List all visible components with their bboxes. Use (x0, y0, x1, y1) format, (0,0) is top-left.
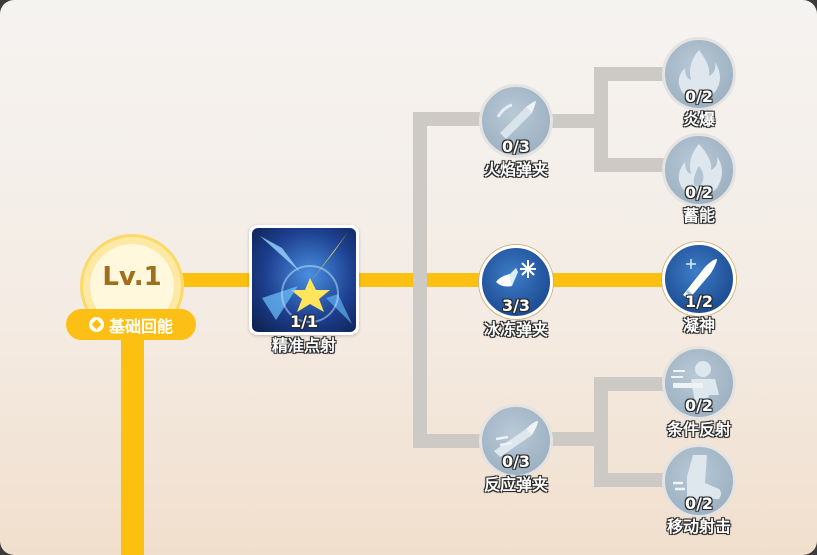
path-to-fire-clip (413, 112, 483, 126)
gunner-icon (671, 361, 719, 403)
node-ice-clip[interactable] (479, 245, 553, 319)
reflex-shot-name: 条件反射 (666, 420, 731, 439)
path-react-out (550, 432, 598, 446)
flame-icon (678, 50, 720, 100)
path-branch-vertical (413, 112, 427, 448)
level-tag[interactable]: 基础回能 (66, 309, 196, 340)
reflex-shot-count: 0/2 (684, 396, 714, 415)
path-to-moving-shot (594, 473, 666, 487)
path-level-to-main (180, 273, 252, 287)
main-skill-card[interactable] (249, 225, 359, 335)
moving-shot-count: 0/2 (684, 494, 714, 513)
arrow-bullet-icon (494, 421, 538, 457)
path-to-reflex-shot (594, 377, 666, 391)
path-to-react-clip (413, 434, 483, 448)
path-fire-split (594, 67, 608, 172)
node-focus[interactable] (662, 242, 736, 316)
node-charge[interactable] (662, 133, 736, 207)
level-tag-label: 基础回能 (108, 316, 173, 336)
main-skill-count: 1/1 (289, 312, 319, 331)
path-to-charge (594, 158, 666, 172)
charge-name: 蓄能 (682, 206, 715, 225)
path-react-split (594, 377, 608, 487)
path-to-flame-burst (594, 67, 666, 81)
level-label: Lv.1 (102, 262, 162, 292)
node-reflex-shot[interactable] (662, 346, 736, 420)
node-flame-burst[interactable] (662, 37, 736, 111)
react-clip-count: 0/3 (501, 452, 531, 471)
node-moving-shot[interactable] (662, 444, 736, 518)
trunk-line-vertical (121, 330, 144, 555)
boot-icon (673, 455, 721, 499)
ice-clip-count: 3/3 (501, 296, 531, 315)
flame-burst-name: 炎爆 (682, 110, 715, 129)
fire-clip-name: 火焰弹夹 (483, 160, 548, 179)
flame-charge-icon (678, 144, 722, 196)
bullet-fire-icon (496, 101, 536, 139)
ice-clip-name: 冰冻弹夹 (483, 320, 548, 339)
focus-name: 凝神 (682, 316, 715, 335)
charge-count: 0/2 (684, 183, 714, 202)
diamond-icon (88, 317, 104, 332)
path-fire-out (550, 114, 598, 128)
focus-count: 1/2 (684, 292, 714, 311)
react-clip-name: 反应弹夹 (483, 475, 548, 494)
ice-bullet-icon (496, 260, 536, 287)
main-skill-name: 精准点射 (271, 336, 336, 355)
frost-bullet-icon (683, 259, 717, 299)
node-react-clip[interactable] (479, 404, 553, 478)
fire-clip-count: 0/3 (501, 137, 531, 156)
burst-star-icon (252, 228, 356, 332)
flame-burst-count: 0/2 (684, 87, 714, 106)
moving-shot-name: 移动射击 (666, 517, 731, 536)
node-fire-clip[interactable] (479, 84, 553, 158)
path-ice-to-focus (550, 273, 666, 287)
